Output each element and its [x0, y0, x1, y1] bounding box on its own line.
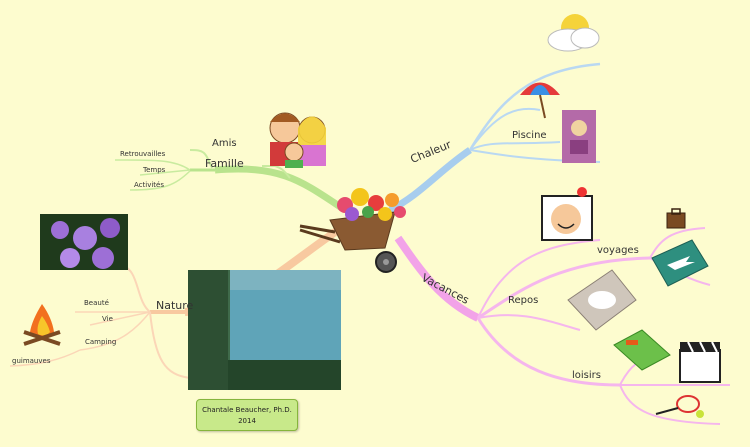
sleeping-cat-photo [567, 269, 637, 331]
amis-label: Amis [212, 138, 237, 149]
family-icon [269, 112, 326, 168]
wheelbarrow-of-flowers-icon [299, 188, 406, 273]
author-name: Chantale Beaucher, Ph.D. [202, 406, 292, 414]
airplane-ticket-icon [651, 239, 709, 287]
repos-label: Repos [508, 295, 539, 306]
author-year: 2014 [238, 417, 256, 425]
beach-umbrella-icon [520, 82, 560, 119]
beaute-label: Beauté [84, 299, 109, 307]
activites-label: Activités [134, 181, 164, 189]
suitcase-icon [666, 208, 686, 229]
piscine-label: Piscine [512, 130, 547, 141]
famille-label[interactable]: Famille [205, 157, 244, 170]
campfire-icon [23, 304, 61, 346]
purple-flowers-icon [40, 214, 128, 270]
guimauves-label: guimauves [12, 357, 51, 365]
vacances-branch [394, 235, 480, 322]
book-icon [613, 329, 671, 371]
nature-label[interactable]: Nature [156, 299, 194, 312]
voyages-label: voyages [597, 245, 639, 256]
camping-label: Camping [85, 338, 117, 346]
chaleur-branch [388, 147, 472, 214]
temps-label: Temps [143, 166, 166, 174]
sun-cloud-icon [547, 14, 600, 52]
vie-label: Vie [102, 315, 113, 323]
cocktail-photo [562, 110, 596, 163]
tennis-racket-icon [655, 395, 704, 418]
famille-branch [214, 165, 344, 211]
retrouvailles-label: Retrouvailles [120, 150, 166, 158]
author-credit-box: Chantale Beaucher, Ph.D. 2014 [196, 399, 298, 431]
smiling-face-icon [541, 187, 593, 241]
clapperboard-icon [679, 341, 721, 383]
loisirs-label: loisirs [572, 370, 601, 381]
forest-lake-photo [188, 270, 341, 390]
